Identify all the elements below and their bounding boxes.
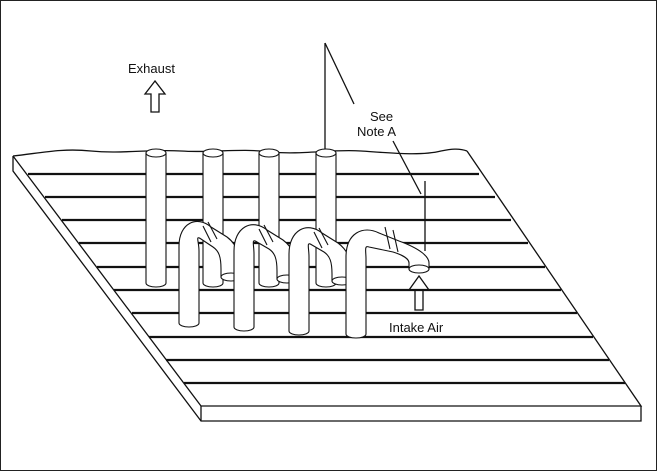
note-a-label: Note A — [357, 124, 396, 139]
exhaust-label: Exhaust — [128, 61, 175, 76]
intake-arrow-icon — [407, 274, 431, 311]
intake-air-label: Intake Air — [389, 320, 444, 335]
intake-pipes — [178, 221, 430, 339]
see-label: See — [370, 109, 393, 124]
exhaust-arrow-icon — [143, 79, 167, 113]
note-a-leaders — [324, 42, 426, 251]
